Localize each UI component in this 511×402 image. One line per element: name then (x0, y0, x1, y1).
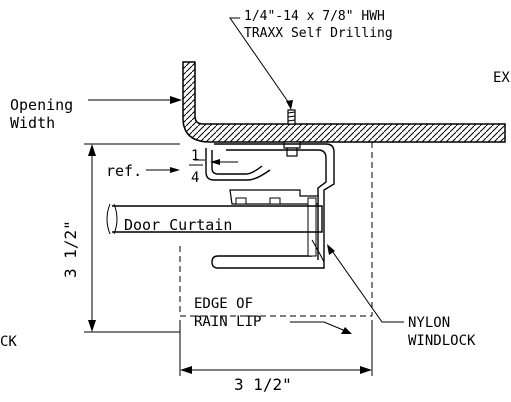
opening-label: Opening (10, 96, 73, 114)
rain-lip-label: RAIN LIP (194, 314, 261, 330)
fraction-numerator: 1 (191, 148, 199, 164)
nylon-windlock (229, 189, 325, 263)
fastener-leader (229, 17, 293, 110)
opening-width-leader (88, 96, 182, 104)
windlock-label: WINDLOCK (408, 333, 476, 349)
fastener-spec-label: 1/4"-14 x 7/8" HWH (244, 9, 385, 24)
horizontal-dimension (179, 320, 373, 376)
cropped-right-text: EX (493, 70, 510, 86)
horizontal-dimension-label: 3 1/2" (234, 375, 292, 394)
door-curtain (106, 203, 323, 235)
vertical-dimension-label: 3 1/2" (61, 220, 80, 278)
steel-angle (182, 61, 506, 143)
vertical-dimension (84, 143, 180, 333)
edge-of-label: EDGE OF (194, 296, 253, 312)
cropped-left-text: CK (0, 334, 17, 350)
fraction-denominator: 4 (191, 170, 199, 186)
ref-dimension-leaders (146, 159, 238, 173)
windlock-bracket (205, 143, 335, 269)
rain-lip-leader (290, 321, 352, 334)
windlock-leader (327, 244, 404, 323)
self-drilling-screw (283, 109, 301, 157)
rain-lip-outline (179, 142, 373, 317)
door-curtain-label: Door Curtain (124, 216, 232, 234)
nylon-label: NYLON (408, 315, 450, 331)
width-label: Width (10, 114, 55, 132)
ref-label: ref. (106, 162, 142, 180)
fastener-type-label: TRAXX Self Drilling (244, 26, 393, 41)
